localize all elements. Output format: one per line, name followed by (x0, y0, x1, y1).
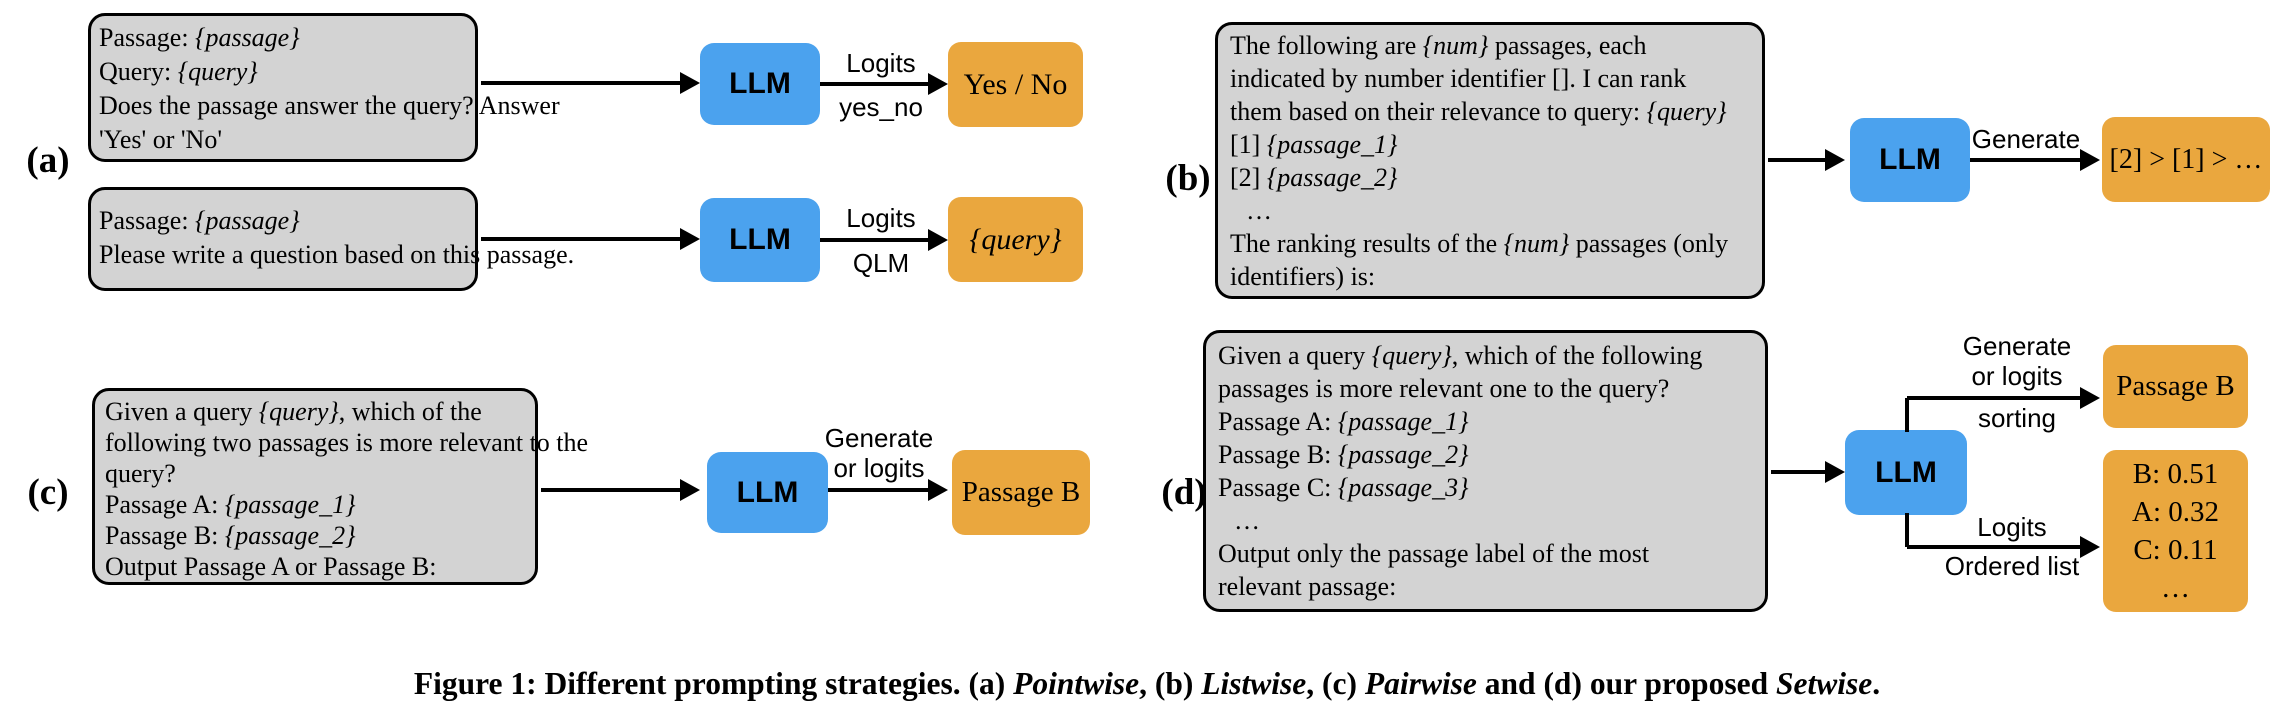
arrow-label-qlm: QLM (852, 248, 910, 278)
arrow-llm-to-ordered-list-output (1907, 535, 2100, 558)
prompt-line: them based on their relevance to query: … (1230, 97, 1727, 126)
arrow-label-generate: Generate (1962, 331, 2072, 361)
prompt-line: Output only the passage label of the mos… (1218, 539, 1650, 568)
prompt-line: Passage B: {passage_2} (105, 521, 356, 550)
output-box-passage-b: Passage B (2103, 345, 2248, 428)
prompt-line: Given a query {query}, which of the foll… (1218, 341, 1703, 370)
arrow-label-generate: Generate (824, 423, 934, 453)
connector-line-down (1905, 513, 1909, 547)
prompt-line: [1] {passage_1} (1230, 130, 1398, 159)
prompt-box-pointwise-relevance: Passage: {passage} Query: {query} Does t… (88, 13, 560, 162)
prompt-box-pointwise-qlm: Passage: {passage} Please write a questi… (88, 187, 575, 291)
prompt-line: relevant passage: (1218, 572, 1397, 601)
panel-label-c: (c) (27, 472, 69, 513)
prompt-line: Output Passage A or Passage B: (105, 552, 437, 581)
arrow-label-yes-no: yes_no (839, 92, 923, 122)
arrow-prompt-to-llm (541, 478, 700, 501)
prompt-line: 'Yes' or 'No' (99, 125, 223, 154)
llm-box: LLM (1850, 118, 1970, 202)
arrow-prompt-to-llm (1768, 148, 1845, 171)
ordered-list-line: … (2161, 572, 2190, 604)
llm-box: LLM (1845, 430, 1967, 515)
prompt-line: Passage A: {passage_1} (105, 490, 356, 519)
figure-caption: Figure 1: Different prompting strategies… (413, 666, 1881, 701)
prompt-line: Please write a question based on this pa… (99, 240, 575, 269)
prompt-line: Passage B: {passage_2} (1218, 440, 1469, 469)
prompt-line: Given a query {query}, which of the (105, 397, 482, 426)
prompt-box-pairwise: Given a query {query}, which of the foll… (92, 388, 589, 585)
prompt-line-ellipsis: … (1234, 506, 1260, 535)
panel-label-a: (a) (26, 140, 70, 181)
ordered-list-line: C: 0.11 (2133, 534, 2218, 566)
prompt-line: Passage C: {passage_3} (1218, 473, 1469, 502)
arrow-label-logits: Logits (846, 48, 916, 78)
arrow-llm-to-output (820, 228, 948, 251)
arrow-label-logits: Logits (1977, 512, 2047, 542)
prompt-line: passages is more relevant one to the que… (1218, 374, 1670, 403)
connector-line-up (1905, 398, 1909, 432)
arrow-label-sorting: sorting (1977, 403, 2057, 433)
llm-box: LLM (700, 43, 820, 125)
prompt-box-setwise: Given a query {query}, which of the foll… (1203, 330, 1768, 612)
prompt-line: query? (105, 459, 176, 488)
arrow-label-generate: Generate (1971, 124, 2081, 154)
arrow-label-or-logits: or logits (1971, 361, 2063, 391)
arrow-llm-to-output (828, 478, 948, 501)
prompt-line: Passage: {passage} (99, 23, 300, 52)
prompt-line: Passage: {passage} (99, 206, 300, 235)
arrow-llm-to-output (1970, 148, 2100, 171)
prompt-line: The following are {num} passages, each (1230, 31, 1647, 60)
prompt-line: Does the passage answer the query? Answe… (99, 91, 560, 120)
arrow-llm-to-output (820, 72, 948, 95)
prompt-line: identifiers) is: (1230, 262, 1376, 291)
arrow-label-or-logits: or logits (833, 453, 925, 483)
output-box-yes-no: Yes / No (948, 42, 1083, 127)
arrow-prompt-to-llm (481, 227, 700, 250)
arrow-prompt-to-llm (481, 71, 700, 94)
prompt-line: following two passages is more relevant … (105, 428, 589, 457)
prompt-box-listwise: The following are {num} passages, each i… (1215, 22, 1765, 299)
llm-box: LLM (707, 452, 828, 533)
ordered-list-line: B: 0.51 (2132, 458, 2219, 490)
panel-label-b: (b) (1165, 158, 1211, 199)
prompt-line: [2] {passage_2} (1230, 163, 1398, 192)
prompt-line-ellipsis: … (1246, 196, 1272, 225)
ordered-list-line: A: 0.32 (2132, 496, 2219, 528)
arrow-label-logits: Logits (846, 203, 916, 233)
arrow-prompt-to-llm (1771, 460, 1845, 483)
panel-label-d: (d) (1161, 472, 1207, 513)
prompt-line: The ranking results of the {num} passage… (1230, 229, 1729, 258)
prompt-line: indicated by number identifier []. I can… (1230, 64, 1687, 93)
arrow-label-ordered-list: Ordered list (1944, 551, 2080, 581)
output-box-ranking: [2] > [1] > … (2102, 117, 2270, 202)
llm-box: LLM (700, 198, 820, 282)
prompt-line: Query: {query} (99, 57, 258, 86)
arrow-llm-to-sorting-output (1907, 386, 2100, 409)
output-box-passage-b: Passage B (952, 450, 1090, 535)
output-box-ordered-list: B: 0.51 A: 0.32 C: 0.11 … (2103, 450, 2248, 612)
prompt-line: Passage A: {passage_1} (1218, 407, 1469, 436)
output-box-query: {query} (948, 197, 1083, 282)
